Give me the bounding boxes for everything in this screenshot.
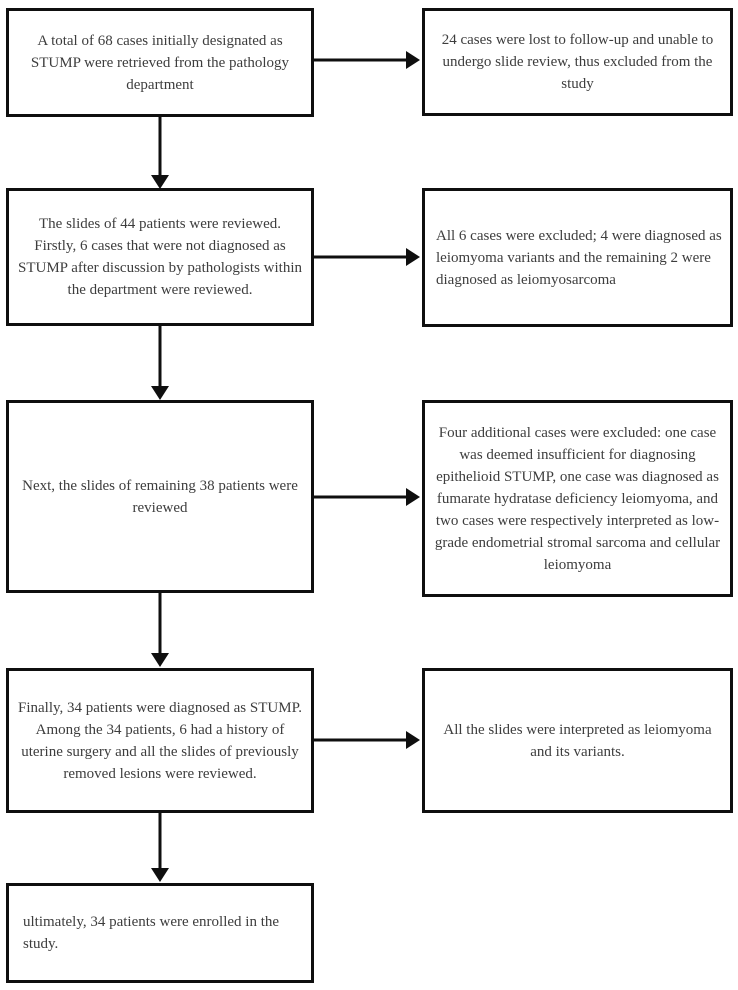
down-arrow-1	[151, 117, 169, 189]
flow-box-text: The slides of 44 patients were reviewed.…	[17, 216, 303, 298]
flow-box-text: All 6 cases were excluded; 4 were diagno…	[436, 227, 722, 288]
right-arrow-2	[314, 248, 420, 266]
flow-box-slides-44-reviewed: The slides of 44 patients were reviewed.…	[6, 188, 314, 326]
down-arrow-2	[151, 326, 169, 400]
flow-box-text: Next, the slides of remaining 38 patient…	[22, 477, 298, 516]
flow-box-34-diagnosed-stump: Finally, 34 patients were diagnosed as S…	[6, 668, 314, 813]
flow-box-4-additional-excluded: Four additional cases were excluded: one…	[422, 400, 733, 597]
flow-box-6-cases-excluded: All 6 cases were excluded; 4 were diagno…	[422, 188, 733, 327]
flow-box-text: Four additional cases were excluded: one…	[434, 424, 721, 573]
flow-box-text: ultimately, 34 patients were enrolled in…	[23, 914, 280, 952]
right-arrow-3	[314, 488, 420, 506]
flow-box-total-cases: A total of 68 cases initially designated…	[6, 8, 314, 117]
flow-box-slides-38-reviewed: Next, the slides of remaining 38 patient…	[6, 400, 314, 593]
flow-box-text: All the slides were interpreted as leiom…	[443, 721, 712, 760]
down-arrow-4	[151, 813, 169, 882]
down-arrow-3	[151, 593, 169, 667]
flow-box-34-enrolled: ultimately, 34 patients were enrolled in…	[6, 883, 314, 983]
flow-box-text: A total of 68 cases initially designated…	[30, 32, 290, 93]
flow-box-slides-leiomyoma: All the slides were interpreted as leiom…	[422, 668, 733, 813]
flow-box-text: 24 cases were lost to follow-up and unab…	[441, 32, 714, 92]
flow-box-24-lost-followup: 24 cases were lost to follow-up and unab…	[422, 8, 733, 116]
right-arrow-1	[314, 51, 420, 69]
right-arrow-4	[314, 731, 420, 749]
flow-box-text: Finally, 34 patients were diagnosed as S…	[18, 699, 302, 782]
